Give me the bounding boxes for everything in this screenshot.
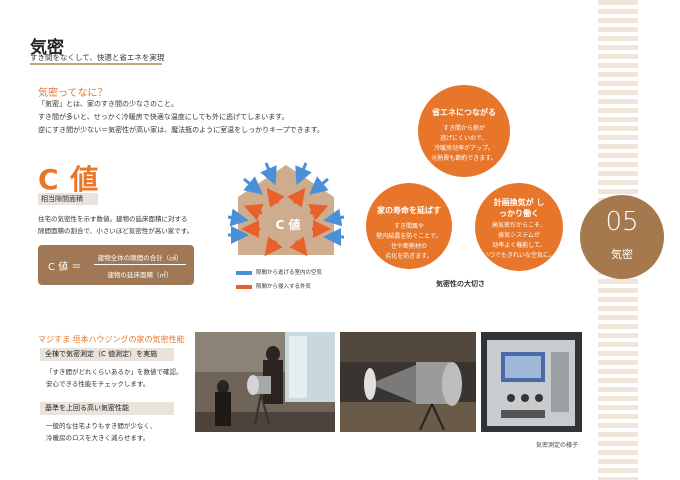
intro-line: 逆にすき間が少ない＝気密性が高い家は、魔法瓶のように室温をしっかりキープできます… [38, 126, 324, 134]
formula-fraction-bar [94, 264, 186, 265]
performance-block-title: 全棟で気密測定（C 値測定）を実施 [40, 348, 174, 361]
performance-heading: マジすま 垣本ハウジングの家の気密性能 [38, 335, 185, 344]
section-badge: 05 気密 [580, 195, 664, 279]
orange-arrow-icon [236, 284, 252, 289]
page-subtitle: すき間をなくして、快適と省エネを実現 [30, 53, 165, 62]
benefit-circle: 計画換気が しっかり働く 高気密だからこそ、 換気システムが 効率よく機能して、… [475, 183, 563, 271]
benefits-caption: 気密性の大切さ [436, 280, 485, 288]
benefit-circle: 省エネにつながる すき間から熱が 逃げにくいので、 冷暖房効率がアップ。 光熱費… [418, 85, 510, 177]
house-diagram [227, 162, 345, 257]
c-value-desc: 隙間面積の割合で、小さいほど気密性が高い家です。 [38, 227, 194, 235]
performance-block-title: 基準を上回る高い気密性能 [40, 402, 174, 415]
section-number: 05 [605, 207, 639, 237]
subtitle-underline [30, 63, 162, 65]
measurement-photo [195, 332, 335, 432]
page-title: 気密 [30, 38, 64, 58]
intro-heading: 気密ってなに？ [38, 88, 108, 99]
formula-lhs: C 値 ＝ [48, 262, 82, 273]
intro-line: 「気密」とは、家のすき間の少なさのこと。 [38, 100, 178, 108]
c-value-tag: 相当隙間面積 [38, 193, 98, 205]
measurement-photo [481, 332, 582, 432]
performance-block-line: 冷暖房のロスを大きく減らせます。 [46, 434, 150, 442]
legend-item: 隙間から侵入する外気 [236, 282, 311, 290]
benefit-circle: 家の寿命を延ばす すき間風や 壁内結露を防ぐことで、 住や断熱材の 劣化を防ぎま… [366, 183, 452, 269]
c-value-desc: 住宅の気密性を示す数値。建物の延床面積に対する [38, 215, 188, 223]
performance-block-line: 一般的な住宅よりもすき間が少なく、 [46, 422, 157, 430]
performance-block-line: 「すき間がどれくらいあるか」を数値で確認。 [46, 368, 183, 376]
photo-caption: 気密測定の様子 [536, 442, 579, 449]
formula-numerator: 建物全体の隙間の合計（㎠） [97, 254, 183, 262]
c-value-heading: C 値 [38, 163, 100, 196]
legend-item: 隙間から逃げる室内の空気 [236, 268, 322, 276]
formula-denominator: 建物の延床面積（㎡） [107, 271, 173, 279]
blue-arrow-icon [236, 270, 252, 275]
intro-line: すき間が多いと、せっかく冷暖房で快適な温度にしても外に逃げてしまいます。 [38, 113, 289, 121]
c-value-formula: C 値 ＝ 建物全体の隙間の合計（㎠） 建物の延床面積（㎡） [38, 245, 194, 285]
performance-block-line: 安心できる性能をチェックします。 [46, 380, 150, 388]
measurement-photo [340, 332, 476, 432]
house-label: C 値 [275, 218, 301, 232]
section-label: 気密 [611, 248, 633, 261]
